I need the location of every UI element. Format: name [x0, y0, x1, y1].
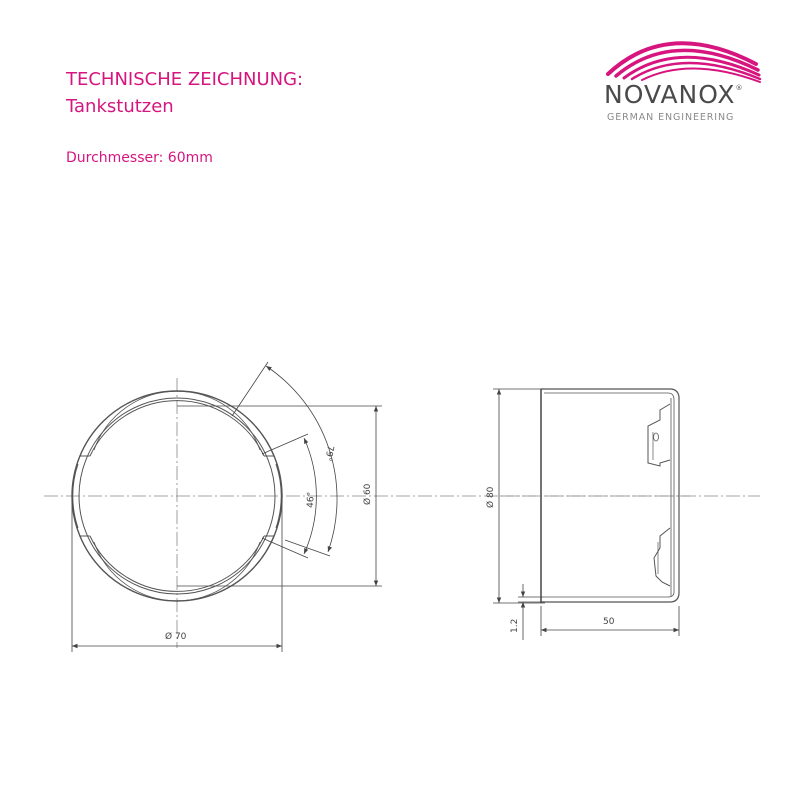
brand-name: NOVANOX® [604, 80, 743, 109]
title-line-1: TECHNISCHE ZEICHNUNG: [66, 69, 304, 90]
side-view [500, 388, 690, 603]
front-view [44, 378, 760, 648]
label-angle-79: 79° [322, 444, 335, 461]
label-angle-46: 46° [306, 492, 317, 508]
diameter-subtitle: Durchmesser: 60mm [66, 150, 213, 166]
dimension-wall-thickness [518, 584, 544, 640]
brand-text: NOVANOX [604, 80, 736, 109]
novanox-logo-arcs-icon [606, 41, 762, 83]
dimension-side-diameter [493, 388, 545, 604]
brand-tagline: GERMAN ENGINEERING [607, 112, 735, 123]
label-side-diameter: Ø 80 [485, 486, 496, 508]
dimension-angle-79 [231, 361, 338, 557]
label-inner-diameter: Ø 60 [362, 483, 373, 505]
dimension-length [540, 606, 680, 636]
label-length: 50 [603, 617, 615, 627]
title-line-2: Tankstutzen [66, 96, 174, 117]
drawing-title: TECHNISCHE ZEICHNUNG: Tankstutzen [66, 66, 303, 120]
label-outer-diameter: Ø 70 [165, 631, 187, 642]
label-wall-thickness: 1.2 [510, 619, 520, 633]
registered-mark: ® [735, 84, 744, 92]
